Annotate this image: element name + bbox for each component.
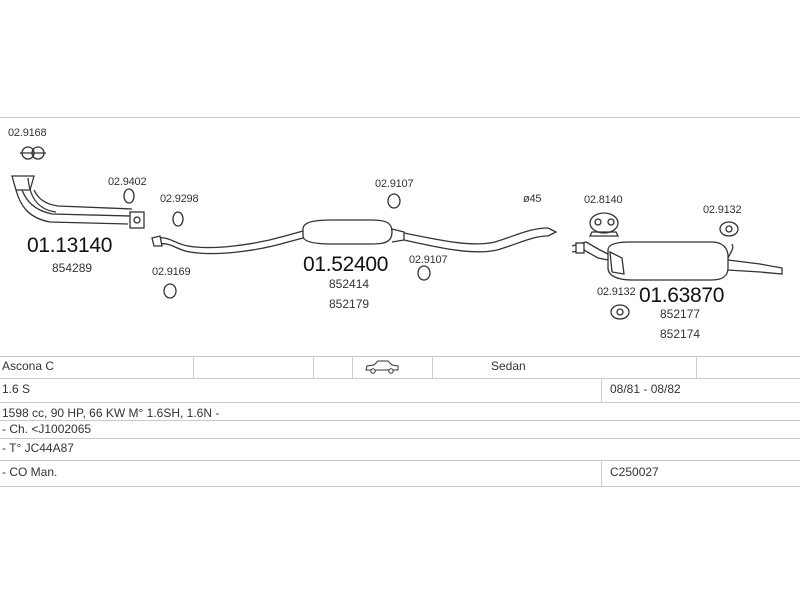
model-cell: Ascona C [2,359,55,373]
part-label-9107-a: 02.9107 [375,178,414,190]
table-row-type: - T° JC44A87 [0,438,800,460]
mount-8140 [588,212,620,237]
rear-assembly-sub2: 852174 [660,327,701,341]
top-border [0,117,800,118]
part-label-8140: 02.8140 [584,194,623,206]
part-label-9107-b: 02.9107 [409,254,448,266]
spec-cell: 1598 cc, 90 HP, 66 KW M° 1.6SH, 1.6N - [2,406,220,420]
table-row-chassis: - Ch. <J1002065 [0,420,800,438]
middle-assembly-sub2: 852179 [329,297,370,311]
body-cell: Sedan [491,359,526,373]
intermediate-pipe [151,230,304,255]
front-assembly-sub1: 854289 [52,261,93,275]
table-row-model: Ascona C Sedan [0,356,800,378]
middle-silencer [302,219,405,245]
ring-9107-a [387,193,401,209]
table-row-spec: 1598 cc, 90 HP, 66 KW M° 1.6SH, 1.6N - [0,402,800,420]
rear-pipe [403,227,558,253]
part-label-9298: 02.9298 [160,193,199,205]
ring-9402 [123,188,135,204]
ring-9298 [172,211,184,227]
middle-assembly-code: 01.52400 [303,253,389,276]
table-bottom-border [0,486,800,487]
rear-assembly-sub1: 852177 [660,307,701,321]
table-row-co: - CO Man. C250027 [0,460,800,486]
diameter-label: ø45 [523,193,542,205]
car-icon [365,360,399,374]
ref-cell: C250027 [610,465,659,479]
table-row-engine: 1.6 S 08/81 - 08/82 [0,378,800,402]
rear-assembly-code: 01.63870 [639,284,725,307]
part-label-9132-b: 02.9132 [597,286,636,298]
part-label-9132-a: 02.9132 [703,204,742,216]
engine-cell: 1.6 S [2,382,31,396]
part-label-9402: 02.9402 [108,176,147,188]
ring-9169 [163,283,177,299]
gasket-9168 [20,146,46,160]
front-assembly-code: 01.13140 [27,234,113,257]
exhaust-drawing [11,146,783,320]
type-cell: - T° JC44A87 [2,441,74,455]
years-cell: 08/81 - 08/82 [610,382,681,396]
ring-9107-b [417,265,431,281]
front-pipe [11,175,145,229]
part-label-9169: 02.9169 [152,266,191,278]
part-label-9168: 02.9168 [8,127,47,139]
chassis-cell: - Ch. <J1002065 [2,422,92,436]
mount-9132-b [610,304,630,320]
middle-assembly-sub1: 852414 [329,277,370,291]
table-top-border [0,356,800,357]
rear-silencer [571,241,783,281]
co-cell: - CO Man. [2,465,58,479]
mount-9132-a [719,221,739,237]
